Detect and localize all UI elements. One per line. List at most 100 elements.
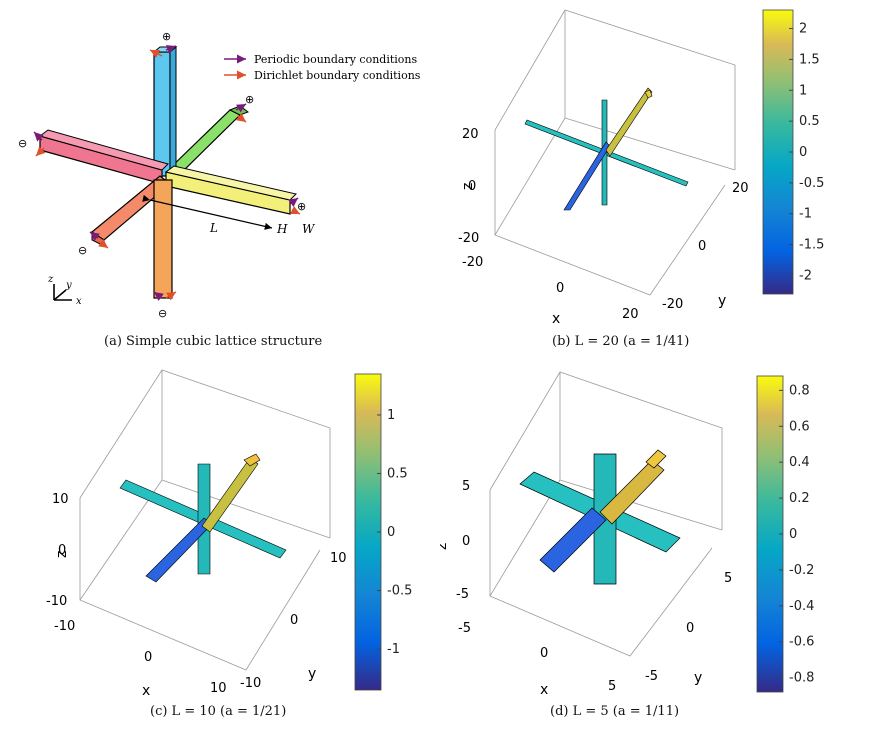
colorbar-tick-label: 0 <box>799 145 807 160</box>
legend-dirichlet: Dirichlet boundary conditions <box>254 69 421 82</box>
z-label-d: z <box>440 543 450 550</box>
plot-d: z 5 0 -5 -5 0 5 x -5 0 5 y 0.8 0.6 0.4 0.2 0… <box>434 371 814 698</box>
colorbar-tick-label: 0 <box>387 525 395 540</box>
arm-pink <box>38 129 169 185</box>
lattice-diagram: L H W ⊕ ⊕ ⊕ ⊖ ⊖ ⊖ Periodic boundary cond… <box>18 30 421 320</box>
y-tick-d-2: 5 <box>724 571 732 586</box>
arm-cyan <box>152 45 178 178</box>
x-tick-d-2: 5 <box>608 679 616 694</box>
x-tick-c-1: 0 <box>144 650 152 665</box>
colorbar-c <box>354 373 382 691</box>
y-tick-c-1: 0 <box>290 613 298 628</box>
y-tick-d-0: -5 <box>645 669 658 684</box>
colorbar-tick-label: -0.5 <box>799 176 824 191</box>
y-tick-d-1: 0 <box>686 621 694 636</box>
colorbar-tick-label: -0.5 <box>387 584 412 599</box>
plus-sign-back: ⊕ <box>245 93 254 106</box>
y-label-c: y <box>308 666 316 682</box>
x-tick-b-2: 20 <box>622 307 639 322</box>
x-label-c: x <box>142 683 150 699</box>
colorbar-tick-label: 0.4 <box>789 455 810 470</box>
structure-c <box>119 453 287 583</box>
length-dimension-line <box>142 194 273 230</box>
y-tick-b-2: 20 <box>732 181 749 196</box>
panel-a: L H W ⊕ ⊕ ⊕ ⊖ ⊖ ⊖ Periodic boundary cond… <box>0 0 440 360</box>
length-label: L <box>209 221 218 235</box>
z-tick-d-top: 5 <box>462 479 470 494</box>
x-tick-b-0: -20 <box>462 255 483 270</box>
axes-box-d <box>489 371 723 657</box>
z-tick-c-mid: 0 <box>58 543 66 558</box>
x-tick-b-1: 0 <box>556 281 564 296</box>
plus-sign-top: ⊕ <box>162 30 171 43</box>
arm-orange <box>153 179 173 299</box>
z-tick-b-top: 20 <box>462 127 479 142</box>
y-label-d: y <box>694 670 702 686</box>
plot-b: z 20 0 -20 -20 0 20 x -20 0 20 y 21.510.… <box>458 9 824 327</box>
triad-y: y <box>65 280 72 291</box>
coordinate-triad: z y x <box>47 274 82 307</box>
triad-x: x <box>76 296 82 307</box>
x-label-d: x <box>540 682 548 698</box>
boundary-arrows <box>33 45 301 301</box>
z-tick-b-mid: 0 <box>468 179 476 194</box>
minus-sign-front: ⊖ <box>78 244 87 257</box>
z-tick-c-top: 10 <box>52 492 69 507</box>
axes-box-c <box>79 369 331 671</box>
colorbar-tick-label: -1 <box>387 642 400 657</box>
colorbar-tick-label: 0.5 <box>387 466 408 481</box>
plus-sign-right: ⊕ <box>297 200 306 213</box>
z-tick-c-bot: -10 <box>46 594 67 609</box>
structure-d <box>519 449 681 585</box>
y-tick-b-0: -20 <box>662 297 683 312</box>
bc-legend: Periodic boundary conditions Dirichlet b… <box>224 53 421 82</box>
colorbar-tick-label: 1 <box>387 408 395 423</box>
colorbar-tick-label: 0.8 <box>789 383 810 398</box>
width-label: W <box>302 222 316 236</box>
z-tick-d-mid: 0 <box>462 534 470 549</box>
panel-d: z 5 0 -5 -5 0 5 x -5 0 5 y 0.8 0.6 0.4 0.2 0… <box>434 360 870 734</box>
colorbar-tick-label: -0.2 <box>789 563 814 578</box>
arm-yellow <box>164 165 297 215</box>
y-tick-b-1: 0 <box>698 239 706 254</box>
y-tick-c-2: 10 <box>330 551 347 566</box>
colorbar-tick-label: 0.5 <box>799 114 820 129</box>
colorbar-tick-label: 0.2 <box>789 491 810 506</box>
caption-c: (c) L = 10 (a = 1/21) <box>150 704 287 719</box>
x-tick-d-0: -5 <box>458 621 471 636</box>
colorbar-tick-label: -0.8 <box>789 671 814 686</box>
x-tick-c-2: 10 <box>210 681 227 696</box>
legend-periodic: Periodic boundary conditions <box>254 53 418 66</box>
structure-b <box>524 87 689 211</box>
caption-b: (b) L = 20 (a = 1/41) <box>552 334 690 349</box>
colorbar-tick-label: -0.6 <box>789 635 814 650</box>
colorbar-tick-label: 1.5 <box>799 52 820 67</box>
colorbar-tick-label: 0 <box>789 527 797 542</box>
colorbar-tick-label: 2 <box>799 22 807 37</box>
z-tick-d-bot: -5 <box>456 587 469 602</box>
plot-c: z 10 0 -10 -10 0 10 x -10 0 10 y 1 0.5 0 -0… <box>46 369 412 699</box>
y-label-b: y <box>718 293 726 309</box>
caption-d: (d) L = 5 (a = 1/11) <box>550 704 680 719</box>
height-label: H <box>276 222 288 236</box>
x-label-b: x <box>552 311 560 327</box>
minus-sign-bottom: ⊖ <box>158 307 167 320</box>
minus-sign-left: ⊖ <box>18 137 27 150</box>
colorbar-tick-label: -2 <box>799 268 812 283</box>
colorbar-b <box>762 9 794 295</box>
colorbar-tick-label: -1.5 <box>799 238 824 253</box>
x-tick-c-0: -10 <box>54 619 75 634</box>
colorbar-tick-label: -1 <box>799 207 812 222</box>
colorbar-tick-label: -0.4 <box>789 599 814 614</box>
panel-c: z 10 0 -10 -10 0 10 x -10 0 10 y 1 0.5 0 -0… <box>0 360 440 734</box>
x-tick-d-1: 0 <box>540 646 548 661</box>
colorbar-d <box>756 375 784 693</box>
z-label-c: z <box>54 551 70 558</box>
axes-box-b <box>494 9 736 296</box>
y-tick-c-0: -10 <box>240 676 261 691</box>
z-label-b: z <box>460 183 476 190</box>
colorbar-tick-label: 1 <box>799 83 807 98</box>
colorbar-tick-label: 0.6 <box>789 419 810 434</box>
caption-a: (a) Simple cubic lattice structure <box>104 334 323 349</box>
